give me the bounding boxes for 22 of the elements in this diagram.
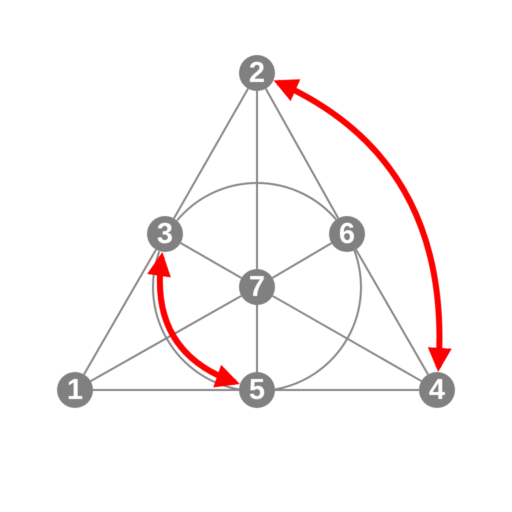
line	[180, 242, 242, 279]
line	[355, 249, 429, 375]
line	[272, 295, 422, 382]
line	[173, 88, 249, 219]
line	[272, 242, 332, 279]
line	[256, 91, 258, 269]
numbered-node: 1	[57, 372, 93, 408]
numbered-node: 7	[239, 269, 275, 305]
line	[93, 389, 239, 391]
numbered-node: 5	[239, 372, 275, 408]
numbered-node: 4	[419, 372, 455, 408]
line	[83, 249, 157, 375]
numbered-node: 6	[329, 216, 365, 252]
numbered-node: 2	[239, 55, 275, 91]
arc-line	[176, 182, 337, 222]
line	[275, 389, 419, 391]
numbered-node: 3	[147, 216, 183, 252]
line	[90, 295, 242, 382]
double-arrow	[274, 80, 452, 372]
arc-line	[274, 250, 362, 390]
line	[264, 88, 340, 219]
line	[256, 305, 258, 372]
